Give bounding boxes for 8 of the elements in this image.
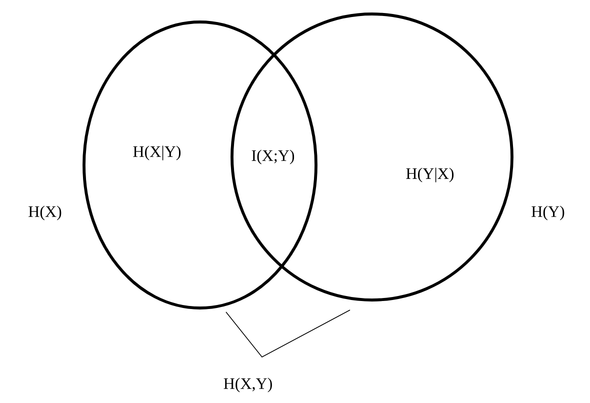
region-label: H(X,Y) (224, 378, 272, 392)
circle (230, 12, 514, 302)
region-label: H(X|Y) (133, 146, 181, 160)
region-label: I(X;Y) (252, 150, 294, 164)
set-label: H(Y) (532, 206, 564, 220)
circle (82, 20, 318, 310)
region-label: H(Y|X) (406, 168, 454, 182)
set-label: H(X) (28, 206, 62, 220)
